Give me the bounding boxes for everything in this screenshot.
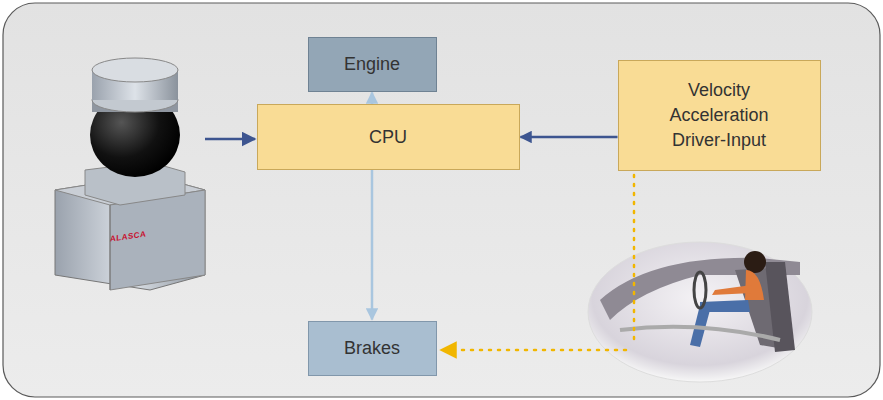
connector-arrow [521, 136, 618, 139]
driver-brake-dotted-line [441, 349, 626, 352]
connector-arrow [371, 170, 374, 320]
engine-box: Engine [308, 37, 437, 92]
node-text: Brakes [344, 336, 400, 361]
laser-scanner-illustration [55, 58, 205, 290]
outer-panel [3, 3, 880, 397]
node-text: Velocity [688, 78, 750, 103]
node-text: Driver-Input [672, 128, 766, 153]
driver-input-dotted-line [633, 175, 636, 340]
node-text: Acceleration [669, 103, 768, 128]
sensor-data-box: VelocityAccelerationDriver-Input [618, 60, 821, 171]
brakes-box: Brakes [308, 321, 437, 376]
connector-arrow [371, 93, 374, 105]
node-text: Engine [344, 52, 400, 77]
cpu-box: CPU [257, 104, 520, 170]
sensor-arrow [205, 138, 255, 141]
node-text: CPU [369, 125, 407, 150]
driver-illustration [588, 242, 812, 382]
